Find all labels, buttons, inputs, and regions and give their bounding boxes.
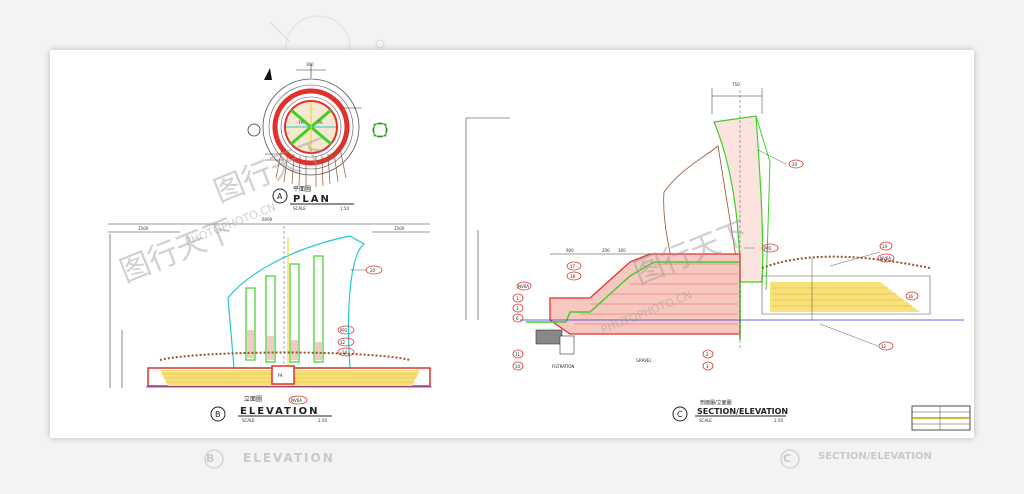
sec-callout-17: 17 [570,264,576,269]
sec-callout-3: 3 [516,306,519,311]
plan-label-fa-left: FA [299,120,304,125]
plan-marker: A [277,192,283,201]
elev-callout-pp2: PP2 [340,328,348,333]
ghost-section-title: SECTION/ELEVATION [818,451,932,462]
ghost-reflection-top [0,0,1024,81]
sec-callout-nv6a-right: NV6A [880,256,891,261]
ghost-elevation-title: ELEVATION [243,451,335,465]
elev-callout-20: 20 [370,268,376,273]
elevation-view: 6000 1500 1500 [108,217,432,423]
section-scale-label: SCALE [699,418,712,423]
elev-label-fa: FA [278,373,283,378]
section-scale-value: 1:50 [774,418,783,423]
plan-label-fa-right: FA [318,120,323,125]
elev-dim-right: 1500 [394,226,405,231]
elev-callout-14: 14 [342,350,348,355]
elev-callout-12: 12 [340,340,346,345]
plan-scale-value: 1:50 [340,206,349,211]
elevation-scale-value: 1:50 [318,418,327,423]
sec-label-filtration: FILTRATION [552,364,574,369]
elev-dim-total: 6000 [262,217,273,222]
sec-callout-1: 1 [516,296,519,301]
sec-callout-11: 11 [515,352,521,357]
sec-callout-14: 14 [882,244,888,249]
sec-callout-2: 2 [706,352,709,357]
sec-dim-b: 200 [602,248,610,253]
section-view: 750 [465,82,964,423]
plan-scale-label: SCALE [293,206,306,211]
section-marker: C [677,410,683,419]
plan-title-cn: 平面圖 [293,186,311,193]
sec-callout-20: 20 [792,162,798,167]
sec-callout-16: 16 [908,294,914,299]
title-block [911,405,971,431]
section-title: SECTION/ELEVATION [697,407,788,416]
elev-dim-left: 1500 [138,226,149,231]
sec-dim-top: 750 [732,82,740,87]
cad-drawing: 300 FA FA [108,62,971,431]
section-title-cn: 剖面圖/立面圖 [700,399,732,406]
sec-callout-18: 18 [570,274,576,279]
ghost-reflection-bottom: B ELEVATION C SECTION/ELEVATION [0,438,1024,489]
drawing-sheet: 300 FA FA [50,50,974,438]
sec-callout-6: 6 [516,316,519,321]
sec-callout-nv6a: NV6A [518,284,529,289]
elev-callout-nv6a: NV6A [291,398,302,403]
sec-callout-3b: 3 [706,364,709,369]
ghost-marker-c: C [783,452,794,465]
sec-callout-10: 10 [515,364,521,369]
sec-dim-a: 900 [566,248,574,253]
sec-label-gravel: GRAVEL [636,358,652,363]
elevation-title-cn: 立面圖 [244,395,262,403]
plan-title: PLAN [293,194,331,205]
ghost-marker-b: B [206,452,217,465]
sec-callout-12: 12 [881,344,887,349]
sec-callout-pp2: PP2 [764,246,772,251]
elevation-title: ELEVATION [240,406,319,417]
plan-dim-top: 300 [306,62,314,67]
elevation-scale-label: SCALE [242,418,255,423]
sec-dim-c: 300 [618,248,626,253]
elevation-marker: B [215,410,221,419]
plan-view: 300 FA FA [247,62,388,211]
